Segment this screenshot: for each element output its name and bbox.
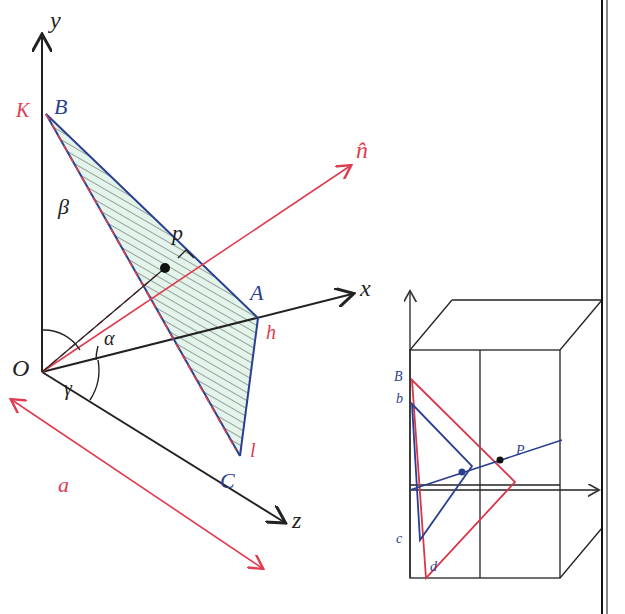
axis-label: n̂: [356, 138, 368, 162]
axis-label: A: [250, 282, 263, 304]
axis-label: O: [12, 356, 29, 380]
axis-label: γ: [64, 378, 72, 398]
axis-label: B: [54, 96, 67, 118]
axis-label: h: [266, 322, 276, 342]
axis-label: z: [292, 508, 301, 532]
axis-label: K: [16, 100, 29, 120]
axis-label: P: [516, 444, 525, 458]
axis-label: a: [58, 474, 69, 496]
axis-label: l: [250, 440, 256, 460]
axis-label: x: [360, 276, 371, 300]
axis-label: C: [220, 470, 235, 492]
axis-label: b: [396, 392, 403, 406]
axis-label: p: [172, 222, 183, 244]
axis-label: c: [396, 532, 402, 546]
axis-label: y: [50, 8, 61, 32]
axis-label: B: [394, 370, 403, 384]
axis-label: β: [58, 196, 69, 218]
axis-label: α: [104, 328, 115, 348]
axis-label: d: [430, 560, 437, 574]
